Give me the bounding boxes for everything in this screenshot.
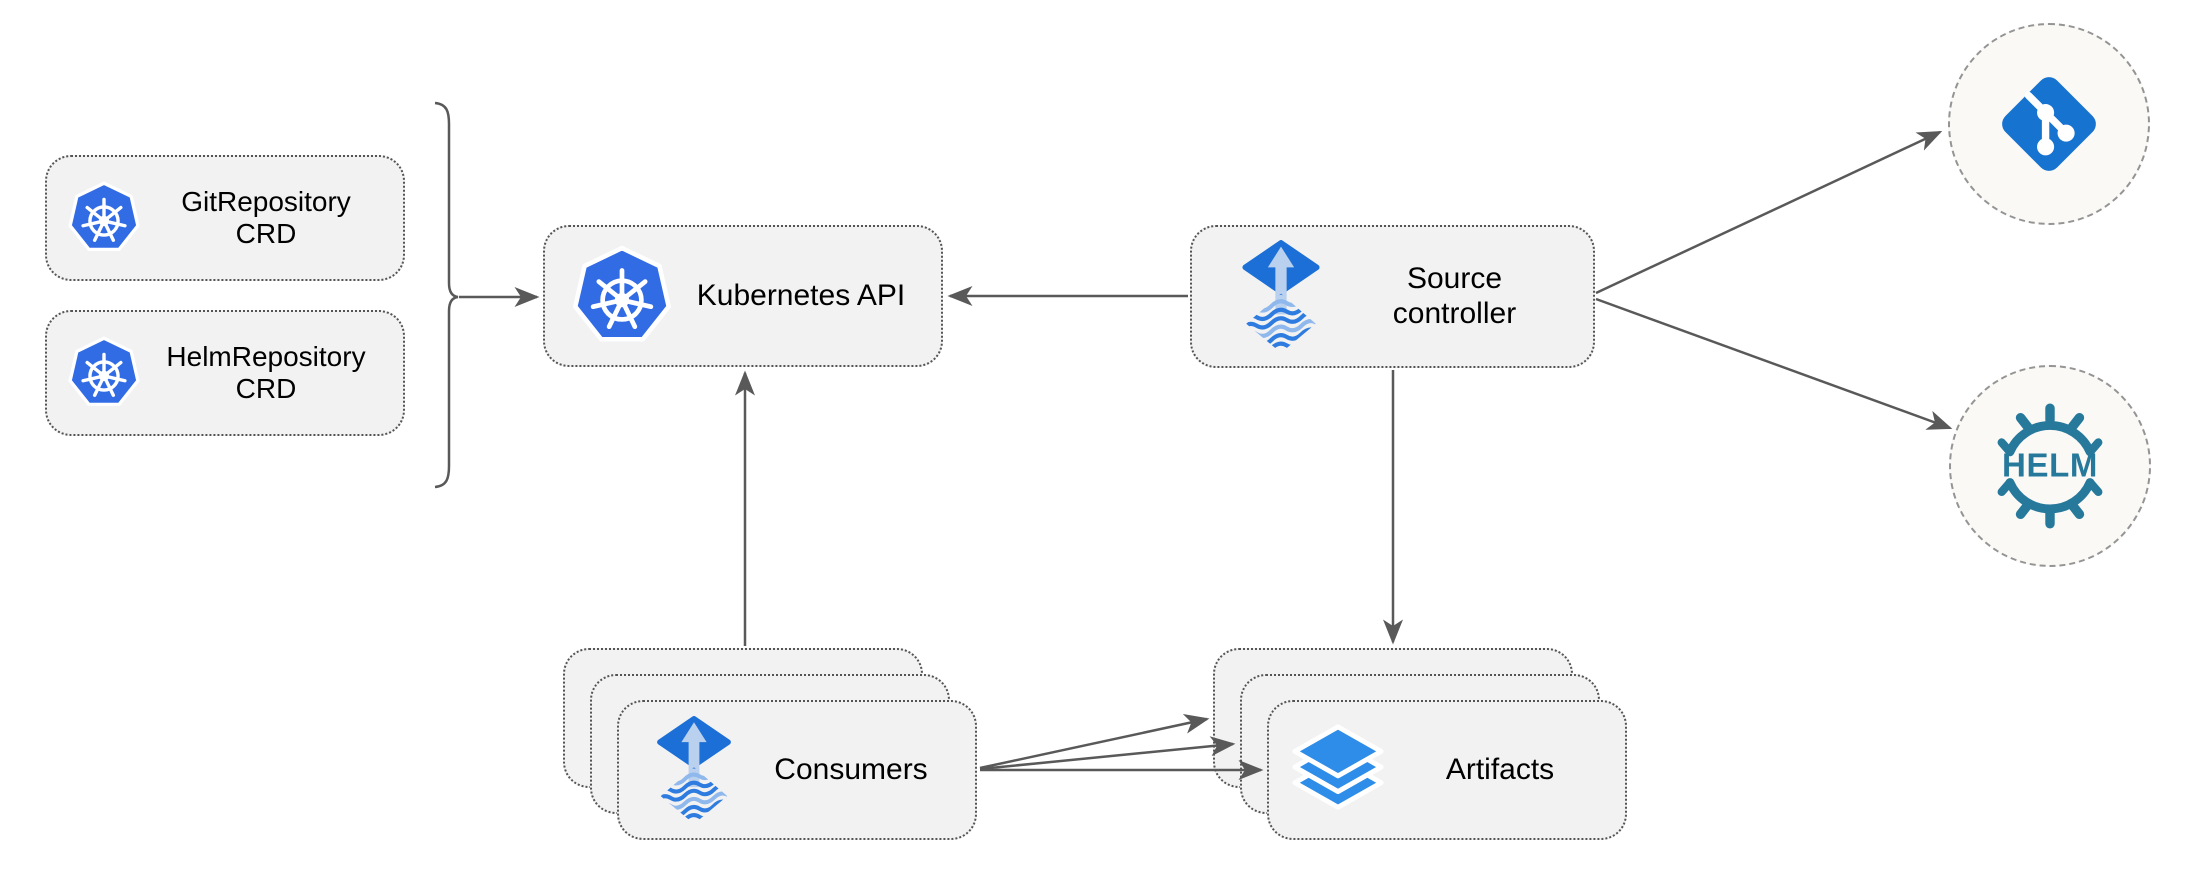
flux-icon xyxy=(649,715,739,825)
node-consumers: Consumers xyxy=(617,700,977,840)
edge-source-controller-to-git-remote xyxy=(1595,130,1943,295)
edge-consumers-to-artifacts-2 xyxy=(979,736,1236,771)
node-label: GitRepository CRD xyxy=(181,185,351,249)
helm-icon: HELM xyxy=(1991,400,2109,532)
node-helm-repository-crd: HelmRepository CRD xyxy=(45,310,405,436)
node-label: Source controller xyxy=(1392,261,1517,330)
kubernetes-icon xyxy=(67,181,141,255)
node-git-repository-crd: GitRepository CRD xyxy=(45,155,405,281)
node-artifacts: Artifacts xyxy=(1267,700,1627,840)
node-source-controller: Source controller xyxy=(1190,225,1595,368)
node-helm-remote: HELM xyxy=(1949,365,2151,567)
node-label: Artifacts xyxy=(1445,752,1555,786)
node-label: HelmRepository CRD xyxy=(166,340,366,404)
edge-consumers-to-artifacts-1 xyxy=(979,713,1210,770)
git-icon xyxy=(1992,67,2106,181)
node-kubernetes-api: Kubernetes API xyxy=(543,225,943,367)
kubernetes-icon xyxy=(571,245,673,347)
helm-logo-text: HELM xyxy=(2002,447,2098,484)
edge-source-controller-to-helm-remote xyxy=(1595,297,1953,430)
kubernetes-icon xyxy=(67,336,141,410)
flux-icon xyxy=(1234,239,1328,354)
node-label: Consumers xyxy=(774,752,928,786)
layers-icon xyxy=(1289,721,1387,819)
crd-group-brace xyxy=(434,101,459,489)
node-git-remote xyxy=(1948,23,2150,225)
node-label: Kubernetes API xyxy=(696,278,906,312)
